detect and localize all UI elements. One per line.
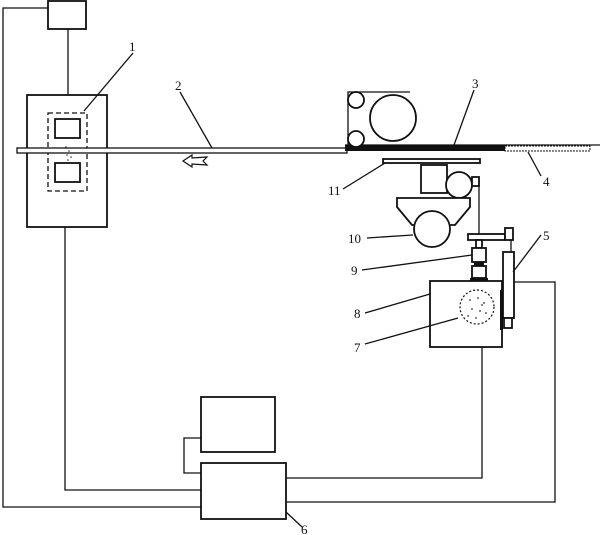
coupling [471,247,487,263]
cutting-unit [26,94,108,228]
top-control-box [47,0,87,30]
label-10: 10 [348,231,361,246]
pulley [445,171,473,199]
feed-roller-assembly [347,91,417,148]
tension-rod [502,251,515,319]
substrate-layer [504,145,591,152]
controller-box [200,462,287,520]
encoder-dots [467,297,487,319]
encoder-disc [459,289,495,325]
label-1: 1 [129,39,136,54]
rod-mount [500,290,503,330]
label-6: 6 [301,522,308,535]
label-5: 5 [543,228,550,243]
label-11: 11 [328,183,341,198]
label-7: 7 [354,340,361,355]
cut-particles-icon [65,146,72,161]
drive-roller [413,210,451,248]
wiring [2,7,556,508]
label-4: 4 [543,174,550,189]
coupling-joint [474,262,484,266]
label-3: 3 [472,76,479,91]
crank-arm [467,233,506,241]
motor-shaft-housing [471,265,487,279]
film-layer [345,145,505,151]
display-unit [200,396,276,453]
shaft [475,239,483,249]
leader-lines [83,52,542,528]
support-plate [382,158,481,164]
label-2: 2 [175,78,182,93]
motor-flange [470,278,488,281]
label-8: 8 [354,306,361,321]
small-pulley [471,176,480,187]
label-9: 9 [351,263,358,278]
crank-pin [504,227,514,241]
feed-direction-arrow-icon [181,153,209,169]
strip-material [16,147,348,154]
bracket-box [420,164,448,194]
rod-end [503,317,513,329]
